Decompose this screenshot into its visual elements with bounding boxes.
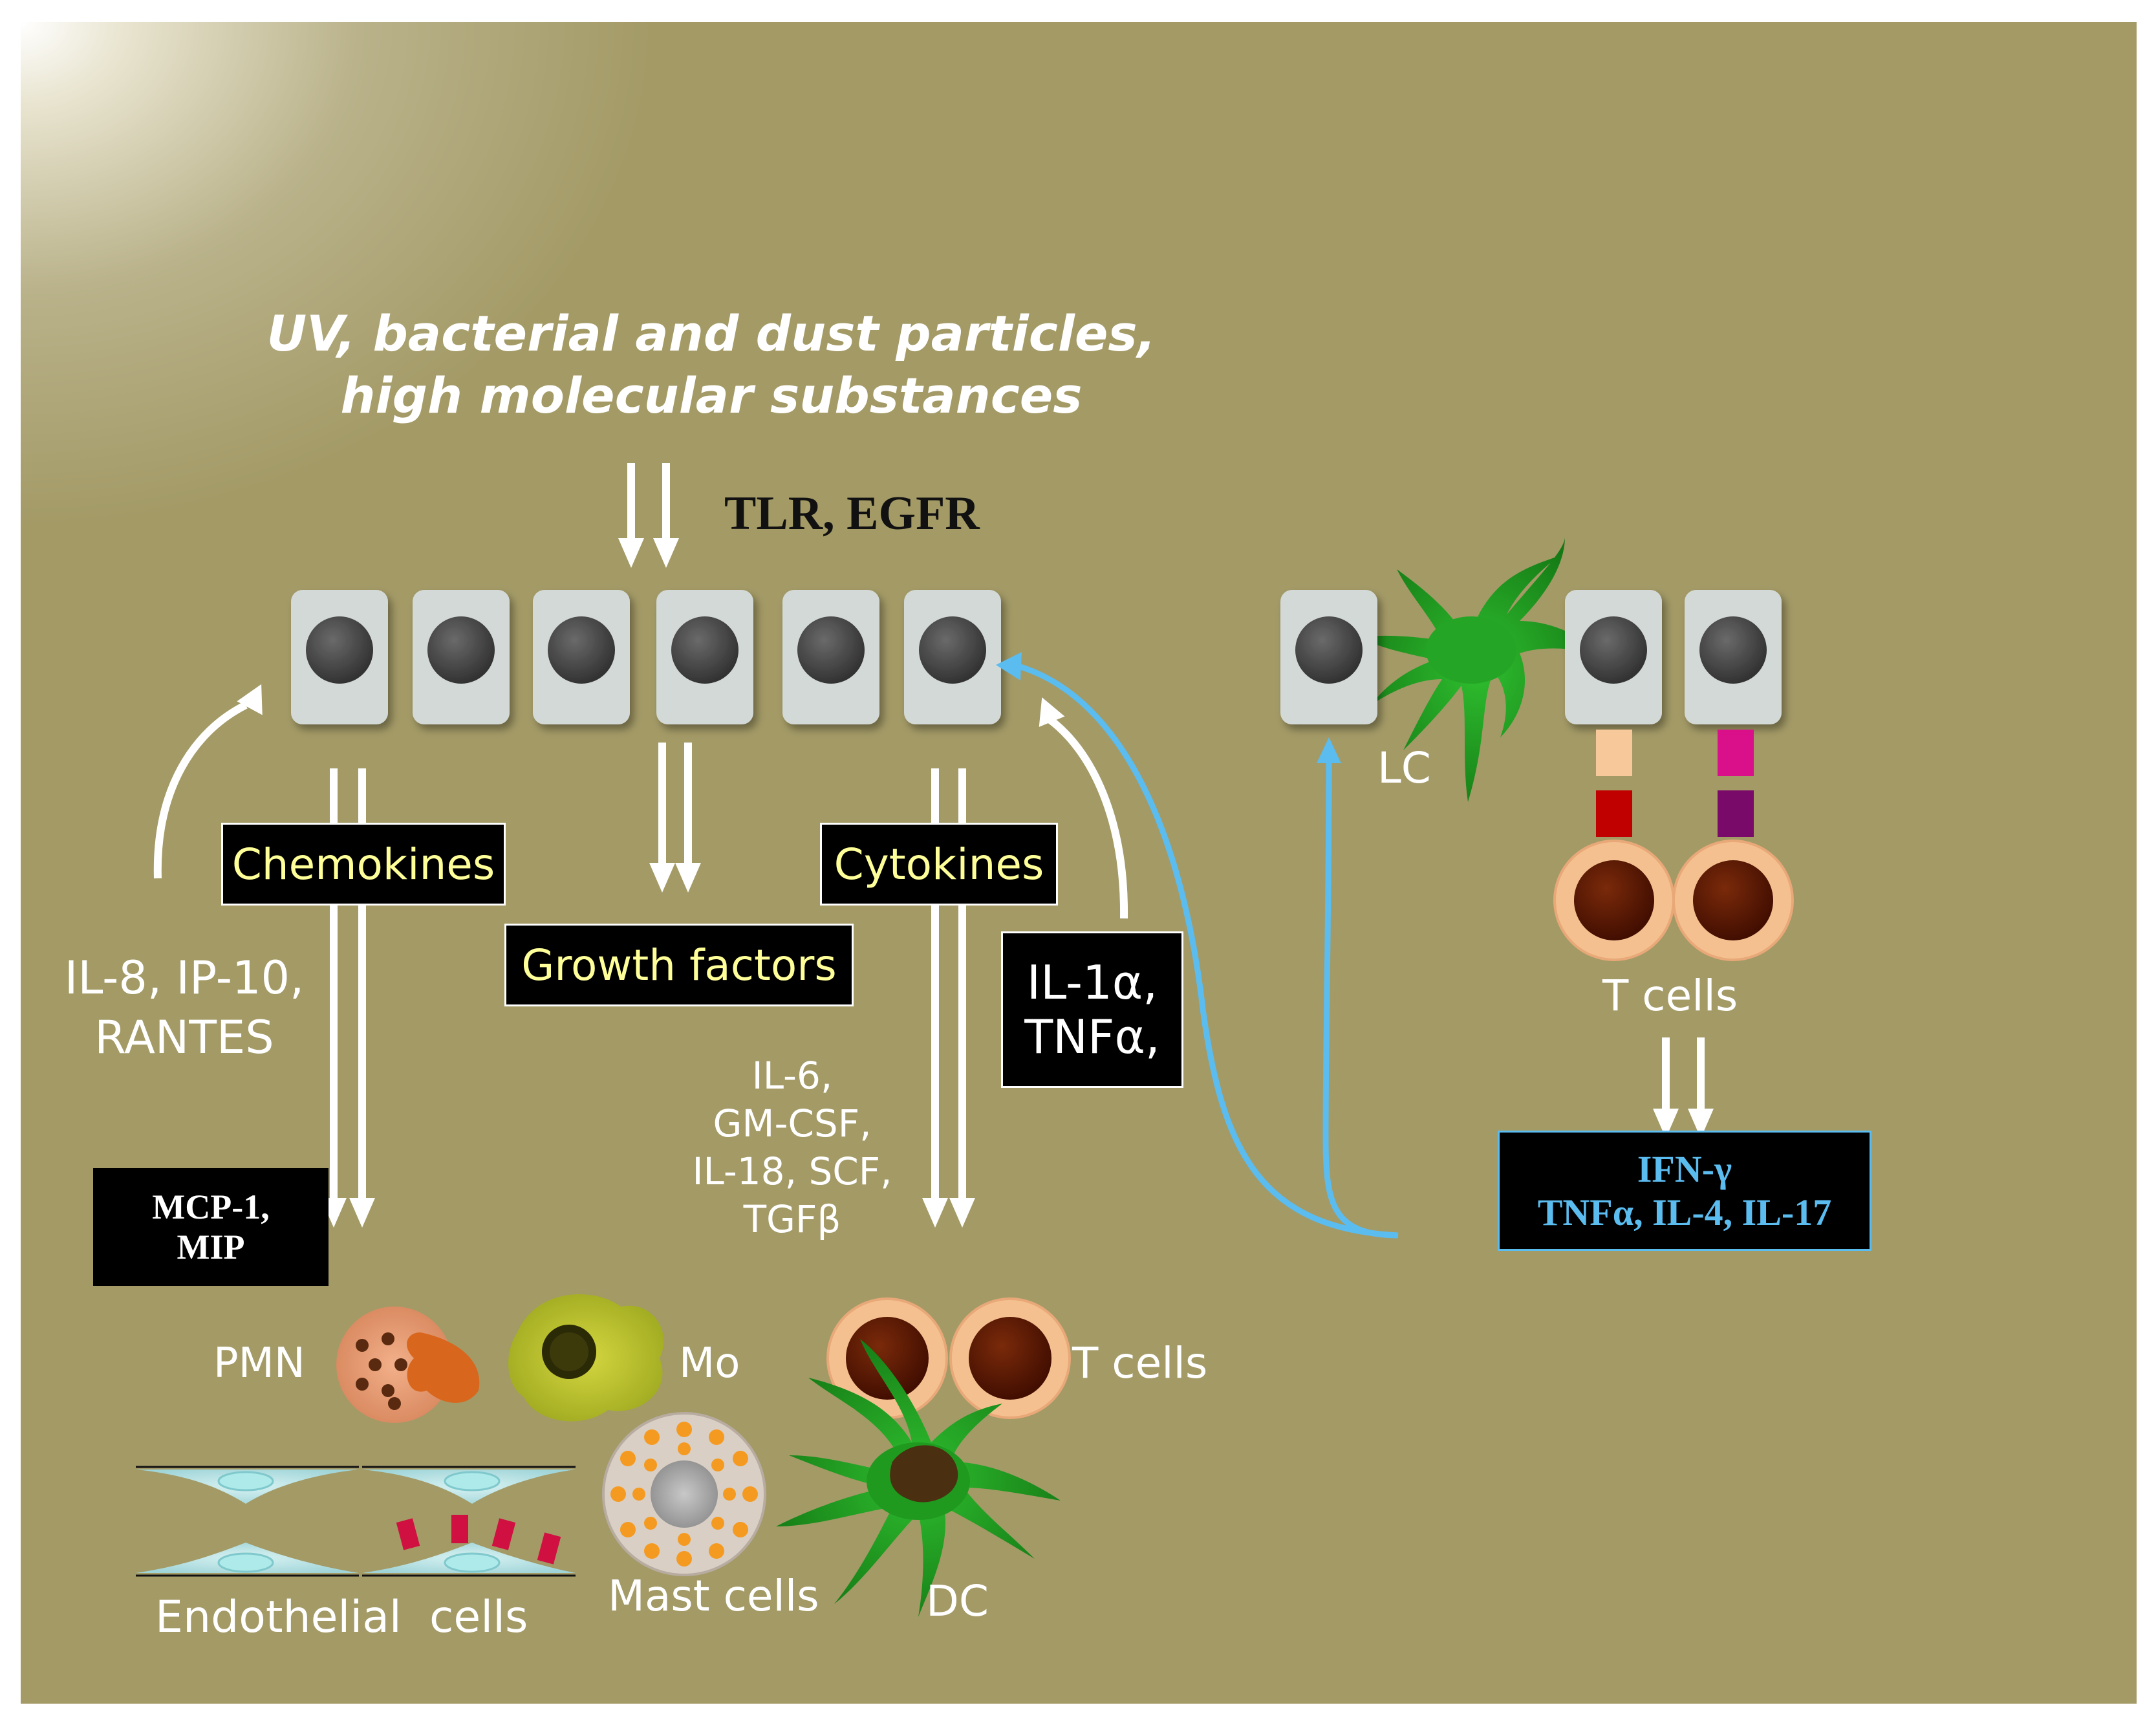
stimulus-title: UV, bacterial and dust particles, high m…	[0, 303, 1423, 427]
monocyte-cell	[508, 1294, 664, 1422]
endothelial-cells	[136, 1466, 576, 1577]
t-cell	[949, 1297, 1071, 1419]
pmn-label: PMN	[213, 1340, 305, 1387]
chemokines-box: Chemokines	[221, 823, 506, 906]
mcp-label-line-2: MIP	[177, 1228, 245, 1266]
langerhans-cell	[1358, 537, 1597, 802]
endothelial-label: Endothelial cells	[155, 1592, 528, 1643]
keratinocyte-row	[291, 590, 1001, 724]
il6-label: IL-6, GM-CSF, IL-18, SCF, TGFβ	[685, 1052, 899, 1243]
il8-label-line-2: RANTES	[94, 1011, 274, 1064]
keratinocyte	[533, 590, 630, 724]
il1-label-line-1: IL-1α,	[1026, 955, 1158, 1010]
t-cell	[1553, 840, 1675, 961]
growth-factors-label: Growth factors	[521, 940, 837, 990]
il6-label-line-1: IL-6,	[751, 1054, 833, 1098]
keratinocyte	[656, 590, 753, 724]
blue-arrowheads	[996, 652, 1341, 763]
t-cells-bottom-label: T cells	[1072, 1338, 1208, 1388]
il6-label-line-2: GM-CSF,	[713, 1101, 872, 1145]
growth-factors-box: Growth factors	[504, 924, 854, 1006]
lc-label: LC	[1377, 743, 1431, 793]
ifn-label-line-2: TNFα, IL-4, IL-17	[1537, 1191, 1832, 1233]
mcp-box: MCP-1, MIP	[93, 1168, 329, 1286]
mast-cells-label: Mast cells	[608, 1571, 819, 1621]
il1-label-line-2: TNFα,	[1024, 1010, 1160, 1064]
keratinocyte-right-row	[1280, 590, 1782, 724]
keratinocyte	[291, 590, 388, 724]
il6-label-line-3: IL-18, SCF,	[692, 1149, 892, 1193]
keratinocyte	[1280, 590, 1377, 724]
t-cell	[826, 1297, 948, 1419]
t-cells-right-label: T cells	[1602, 971, 1738, 1021]
keratinocyte	[413, 590, 510, 724]
keratinocyte	[782, 590, 879, 724]
il8-label-line-1: IL-8, IP-10,	[64, 951, 305, 1004]
chemokines-label: Chemokines	[232, 839, 495, 889]
tcr-receptors	[1596, 730, 1754, 837]
stimulus-line-1: UV, bacterial and dust particles,	[266, 305, 1156, 362]
il1-box: IL-1α, TNFα,	[1001, 931, 1183, 1088]
keratinocyte	[904, 590, 1001, 724]
blue-arrows	[1017, 663, 1399, 1239]
t-cells-bottom-group	[826, 1297, 1071, 1419]
dc-label: DC	[926, 1576, 989, 1626]
receptors-label: TLR, EGFR	[724, 487, 980, 540]
dendritic-cell	[776, 1339, 1061, 1617]
cytokines-label: Cytokines	[834, 839, 1044, 889]
mcp-label-line-1: MCP-1,	[152, 1188, 270, 1226]
keratinocyte	[1685, 590, 1782, 724]
t-cell	[1672, 840, 1794, 961]
stimulus-line-2: high molecular substances	[340, 367, 1083, 424]
pmn-cell	[336, 1307, 480, 1423]
il8-label: IL-8, IP-10, RANTES	[45, 948, 323, 1067]
cytokines-box: Cytokines	[820, 823, 1058, 906]
mo-label: Mo	[679, 1340, 740, 1387]
il6-label-line-4: TGFβ	[743, 1197, 841, 1241]
mast-cell	[602, 1412, 766, 1576]
t-cells-right-group	[1553, 840, 1794, 961]
keratinocyte	[1565, 590, 1662, 724]
ifn-label-line-1: IFN-γ	[1637, 1148, 1732, 1190]
ifn-box: IFN-γ TNFα, IL-4, IL-17	[1498, 1131, 1871, 1251]
white-arrowheads	[237, 538, 1714, 1228]
